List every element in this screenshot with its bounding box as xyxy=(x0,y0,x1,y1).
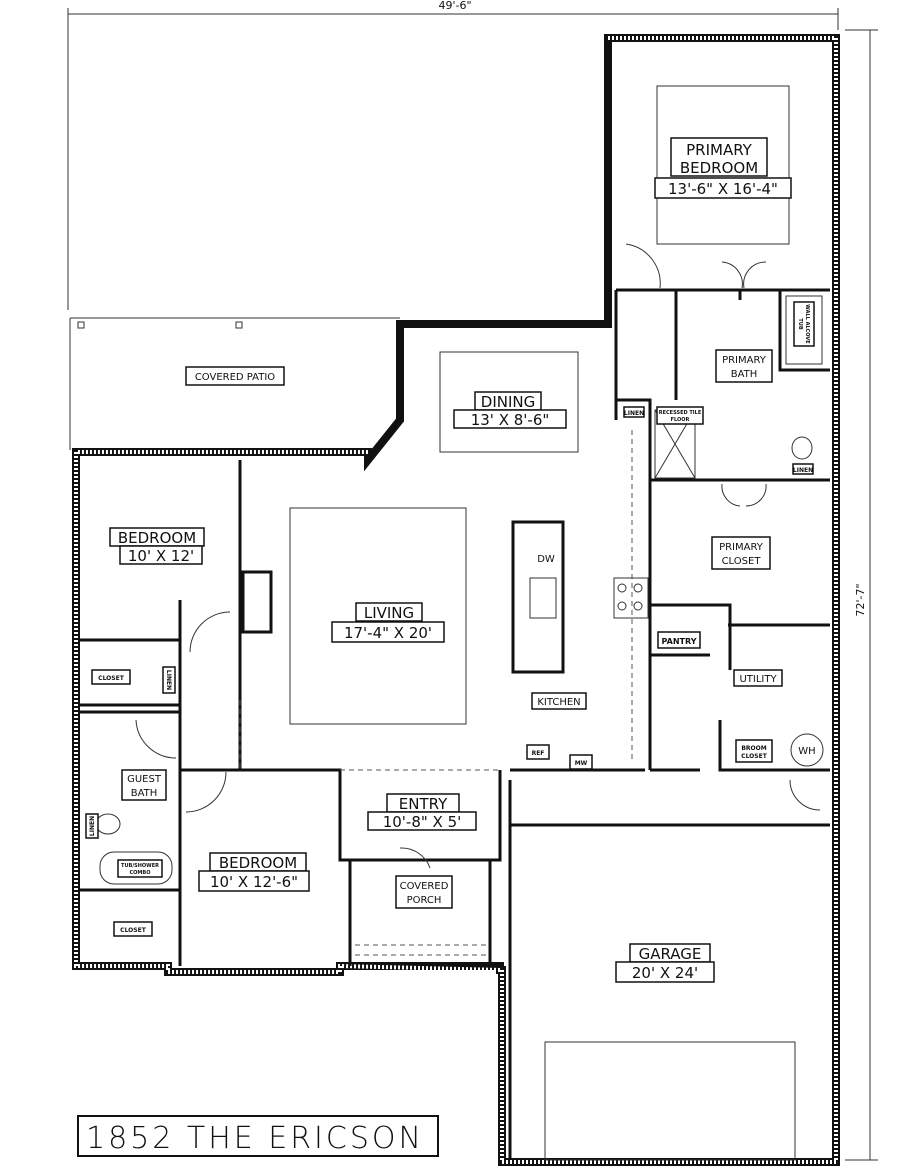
svg-text:ENTRY: ENTRY xyxy=(399,795,448,813)
room-guest-bath: GUEST BATH xyxy=(121,769,167,801)
svg-text:BEDROOM: BEDROOM xyxy=(118,529,196,547)
dw-label: DW xyxy=(537,554,555,565)
room-closet-1: CLOSET xyxy=(91,669,131,685)
svg-text:DINING: DINING xyxy=(481,393,535,411)
exterior-walls xyxy=(72,34,840,1166)
svg-text:PRIMARY: PRIMARY xyxy=(719,542,764,553)
room-garage: GARAGE 20' X 24' xyxy=(615,943,715,983)
room-closet-2: CLOSET xyxy=(113,921,153,937)
depth-dimension: 72'-7" xyxy=(854,583,867,616)
width-dimension: 49'-6" xyxy=(438,0,471,12)
room-primary-closet: PRIMARY CLOSET xyxy=(711,536,771,570)
toilet-icon xyxy=(791,436,813,460)
svg-text:KITCHEN: KITCHEN xyxy=(537,697,580,708)
fireplace-icon xyxy=(241,570,273,634)
room-kitchen: KITCHEN xyxy=(531,692,587,710)
svg-text:LINEN: LINEN xyxy=(793,467,813,474)
svg-text:COMBO: COMBO xyxy=(130,870,151,876)
recessed-tile-label: RECESSED TILE FLOOR xyxy=(656,406,704,425)
exterior-wall-hatch xyxy=(74,36,838,1164)
toilet-icon xyxy=(95,813,121,835)
svg-text:CLOSET: CLOSET xyxy=(98,675,125,682)
svg-text:RECESSED TILE: RECESSED TILE xyxy=(659,410,702,416)
tub-shower-label: TUB/SHOWER COMBO xyxy=(117,859,163,878)
svg-text:PRIMARY: PRIMARY xyxy=(722,355,767,366)
svg-text:20' X 24': 20' X 24' xyxy=(632,964,698,982)
mw-box xyxy=(569,754,593,770)
svg-text:10'-8" X 5': 10'-8" X 5' xyxy=(383,813,462,831)
interior-walls xyxy=(80,288,830,1160)
svg-text:PANTRY: PANTRY xyxy=(662,637,697,646)
plan-title: 1852 THE ERICSON xyxy=(77,1115,439,1157)
svg-text:TUB: TUB xyxy=(797,318,803,329)
svg-text:COVERED: COVERED xyxy=(400,881,449,892)
wh-label: WH xyxy=(798,746,815,757)
svg-text:COVERED PATIO: COVERED PATIO xyxy=(195,372,275,383)
svg-text:BROOM: BROOM xyxy=(741,745,766,752)
svg-text:PRIMARY: PRIMARY xyxy=(686,141,753,159)
svg-text:BEDROOM: BEDROOM xyxy=(219,854,297,872)
svg-text:LINEN: LINEN xyxy=(165,670,172,690)
sink-icon xyxy=(529,577,557,619)
room-primary-bath: PRIMARY BATH xyxy=(715,349,773,383)
svg-text:FLOOR: FLOOR xyxy=(671,417,690,423)
ref-box xyxy=(526,744,550,760)
svg-text:1852 THE ERICSON: 1852 THE ERICSON xyxy=(86,1121,424,1156)
svg-text:BATH: BATH xyxy=(731,369,758,380)
room-utility: UTILITY xyxy=(733,669,783,687)
room-living: LIVING 17'-4" X 20' xyxy=(331,602,445,643)
svg-text:LINEN: LINEN xyxy=(624,410,644,417)
room-covered-patio: COVERED PATIO xyxy=(185,366,285,386)
svg-text:CLOSET: CLOSET xyxy=(741,753,768,760)
svg-text:GARAGE: GARAGE xyxy=(639,945,702,963)
room-pantry: PANTRY xyxy=(657,631,701,649)
svg-text:TUB/SHOWER: TUB/SHOWER xyxy=(121,863,159,869)
room-entry: ENTRY 10'-8" X 5' xyxy=(367,793,477,831)
svg-text:13'-6" X 16'-4": 13'-6" X 16'-4" xyxy=(668,180,778,198)
primary-bedroom-tray xyxy=(656,85,790,245)
svg-text:CLOSET: CLOSET xyxy=(722,556,762,567)
cooktop-icon xyxy=(613,577,649,619)
garage-door xyxy=(544,1041,796,1161)
room-primary-bedroom: PRIMARY BEDROOM 13'-6" X 16'-4" xyxy=(654,137,792,199)
alcove-tub-label: WALL ALCOVE TUB xyxy=(793,301,815,347)
room-dining: DINING 13' X 8'-6" xyxy=(453,391,567,429)
svg-text:13' X 8'-6": 13' X 8'-6" xyxy=(471,411,550,429)
svg-text:GUEST: GUEST xyxy=(127,774,162,785)
room-bedroom-2: BEDROOM 10' X 12'-6" xyxy=(198,852,310,892)
covered-patio-area xyxy=(69,317,400,450)
svg-text:CLOSET: CLOSET xyxy=(120,927,147,934)
mw-label: MW xyxy=(575,760,588,767)
water-heater-icon xyxy=(790,733,824,767)
doors xyxy=(135,243,821,869)
svg-text:10' X 12': 10' X 12' xyxy=(128,547,194,565)
room-covered-porch: COVERED PORCH xyxy=(395,875,453,909)
dining-tray xyxy=(439,351,579,453)
svg-text:17'-4" X 20': 17'-4" X 20' xyxy=(344,624,432,642)
room-broom-closet: BROOM CLOSET xyxy=(735,739,773,763)
svg-text:PORCH: PORCH xyxy=(407,895,442,906)
svg-text:BEDROOM: BEDROOM xyxy=(680,159,758,177)
room-bedroom-1: BEDROOM 10' X 12' xyxy=(109,527,205,565)
svg-text:WALL ALCOVE: WALL ALCOVE xyxy=(804,304,810,344)
svg-text:UTILITY: UTILITY xyxy=(739,674,777,685)
svg-text:BATH: BATH xyxy=(131,788,158,799)
ref-label: REF xyxy=(532,750,545,757)
svg-text:LIVING: LIVING xyxy=(364,604,414,622)
dashed-lines xyxy=(239,430,633,956)
living-tray xyxy=(289,507,467,725)
kitchen-island xyxy=(511,520,565,674)
dimension-lines xyxy=(67,8,878,1161)
svg-text:LINEN: LINEN xyxy=(89,816,96,836)
linen-labels: LINEN LINEN LINEN LINEN xyxy=(85,406,814,839)
svg-text:10' X 12'-6": 10' X 12'-6" xyxy=(210,873,298,891)
tub-icon xyxy=(785,295,823,365)
tub-icon xyxy=(99,851,173,885)
